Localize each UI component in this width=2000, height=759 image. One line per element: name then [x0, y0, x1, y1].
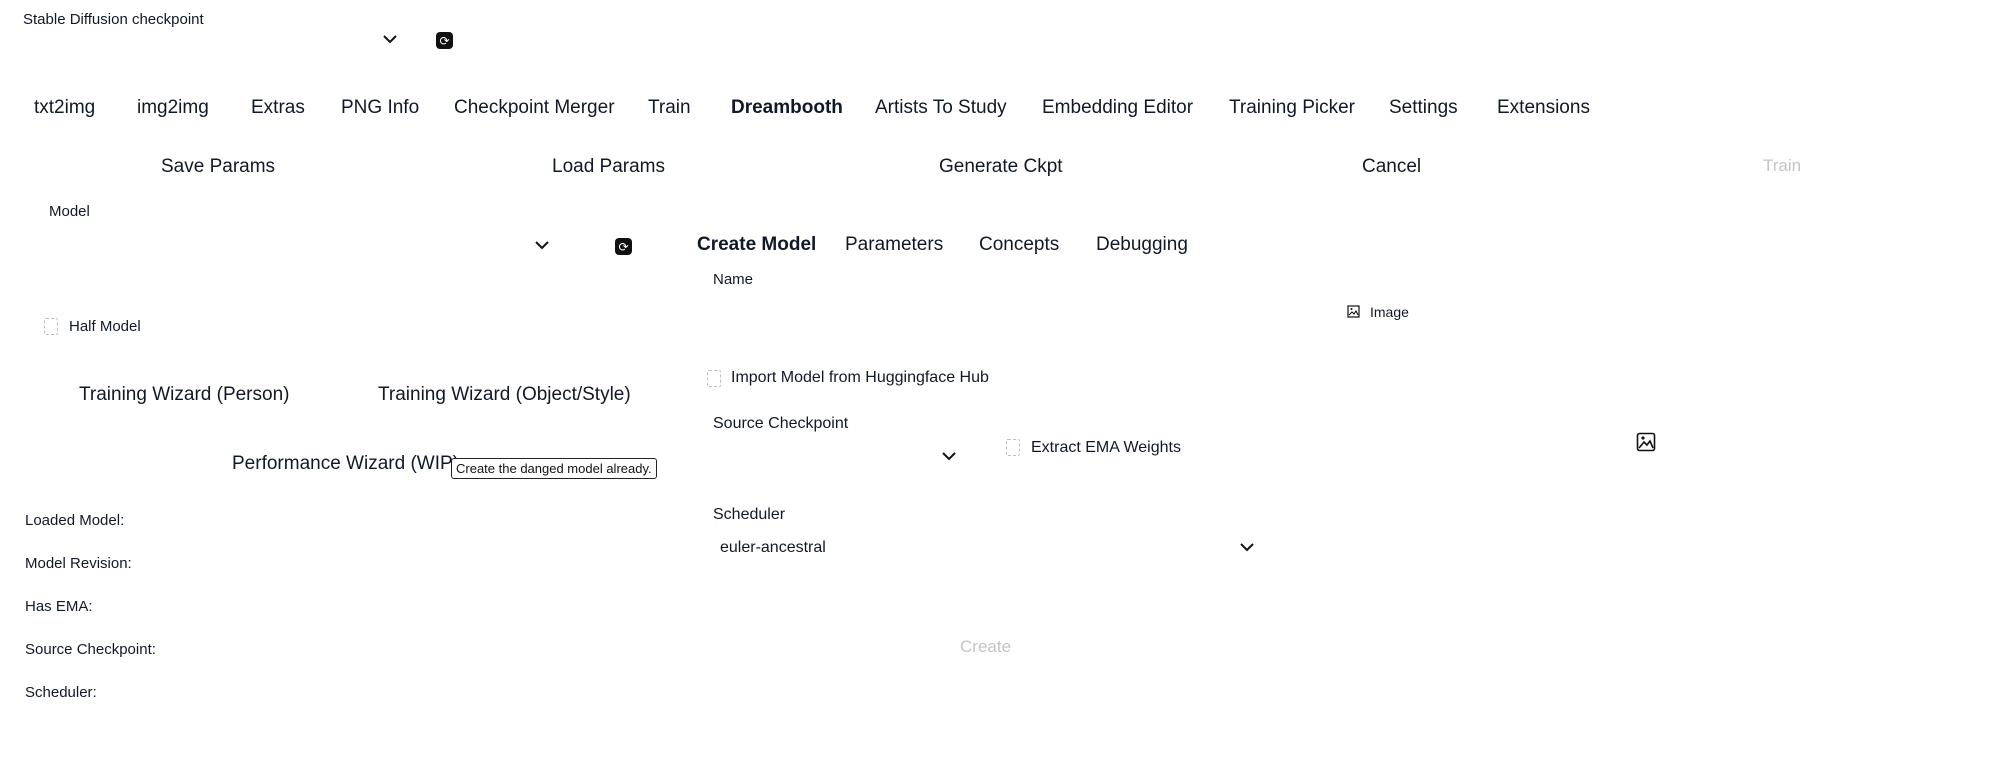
tab-txt2img[interactable]: txt2img — [34, 97, 96, 118]
tab-embedding-editor[interactable]: Embedding Editor — [1042, 97, 1194, 118]
chevron-down-icon[interactable] — [942, 452, 956, 461]
refresh-icon: ⟳ — [618, 239, 629, 254]
extract-ema-label: Extract EMA Weights — [1031, 439, 1181, 456]
load-params-button[interactable]: Load Params — [552, 156, 666, 177]
scheduler-info-label: Scheduler: — [25, 684, 97, 701]
extract-ema-checkbox[interactable] — [1006, 439, 1020, 456]
model-revision-label: Model Revision: — [25, 555, 132, 572]
name-input[interactable] — [710, 292, 1330, 322]
performance-wizard-button[interactable]: Performance Wizard (WIP) — [232, 453, 459, 474]
train-button[interactable]: Train — [1763, 156, 1802, 175]
tab-checkpoint-merger[interactable]: Checkpoint Merger — [454, 97, 615, 118]
image-upload-icon[interactable] — [1636, 432, 1656, 452]
half-model-label: Half Model — [69, 318, 141, 335]
import-hub-checkbox[interactable] — [707, 370, 721, 387]
scheduler-dropdown[interactable]: euler-ancestral — [712, 533, 1257, 563]
save-params-button[interactable]: Save Params — [161, 156, 276, 177]
tab-extensions[interactable]: Extensions — [1497, 97, 1590, 118]
generate-ckpt-button[interactable]: Generate Ckpt — [939, 156, 1063, 177]
refresh-models-button[interactable]: ⟳ — [615, 238, 632, 255]
tab-settings[interactable]: Settings — [1389, 97, 1458, 118]
tab-parameters[interactable]: Parameters — [845, 234, 944, 255]
refresh-icon: ⟳ — [439, 33, 450, 48]
import-hub-label: Import Model from Huggingface Hub — [731, 369, 989, 386]
tab-debugging[interactable]: Debugging — [1096, 234, 1188, 255]
image-icon — [1347, 305, 1360, 318]
tab-train[interactable]: Train — [648, 97, 691, 118]
image-label: Image — [1370, 304, 1409, 320]
tab-dreambooth[interactable]: Dreambooth — [731, 97, 843, 118]
tab-png-info[interactable]: PNG Info — [341, 97, 420, 118]
tab-img2img[interactable]: img2img — [137, 97, 209, 118]
tab-training-picker[interactable]: Training Picker — [1229, 97, 1356, 118]
tab-extras[interactable]: Extras — [251, 97, 305, 118]
tooltip: Create the danged model already. — [451, 458, 657, 479]
source-checkpoint-info-label: Source Checkpoint: — [25, 641, 156, 658]
scheduler-label: Scheduler — [713, 506, 786, 523]
refresh-checkpoints-button[interactable]: ⟳ — [436, 32, 453, 49]
checkpoint-label: Stable Diffusion checkpoint — [23, 11, 204, 28]
source-checkpoint-label: Source Checkpoint — [713, 415, 849, 432]
tab-create-model[interactable]: Create Model — [697, 234, 817, 255]
chevron-down-icon[interactable] — [535, 241, 549, 250]
name-label: Name — [713, 271, 754, 288]
chevron-down-icon[interactable] — [383, 35, 397, 44]
model-dropdown[interactable] — [30, 232, 560, 262]
chevron-down-icon[interactable] — [1240, 543, 1254, 552]
loaded-model-label: Loaded Model: — [25, 512, 125, 529]
half-model-checkbox[interactable] — [44, 318, 58, 335]
tab-concepts[interactable]: Concepts — [979, 234, 1060, 255]
checkpoint-dropdown[interactable] — [0, 26, 400, 54]
source-checkpoint-dropdown[interactable] — [710, 442, 960, 472]
training-wizard-person-button[interactable]: Training Wizard (Person) — [79, 384, 290, 405]
scheduler-value: euler-ancestral — [720, 539, 826, 556]
model-label: Model — [49, 203, 90, 220]
create-button[interactable]: Create — [960, 637, 1012, 656]
has-ema-label: Has EMA: — [25, 598, 93, 615]
training-wizard-object-button[interactable]: Training Wizard (Object/Style) — [378, 384, 631, 405]
cancel-button[interactable]: Cancel — [1362, 156, 1422, 177]
tab-artists-to-study[interactable]: Artists To Study — [875, 97, 1007, 118]
